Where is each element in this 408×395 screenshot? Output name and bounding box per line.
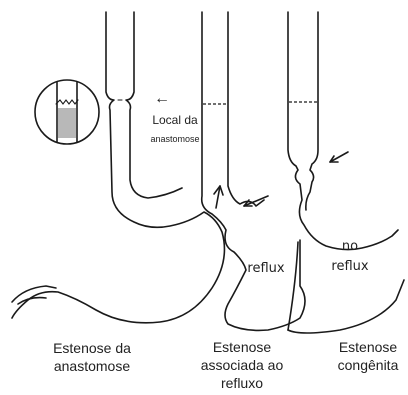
caption-line: associada ao <box>201 357 284 373</box>
caption-line: Estenose <box>339 339 398 355</box>
annotation-line-1: Local da <box>152 113 198 127</box>
caption-reflux: Estenose associada ao refluxo <box>201 339 284 391</box>
caption-line: Estenose da <box>53 340 131 356</box>
no-reflux-label-line-2: reflux <box>331 259 368 274</box>
caption-line: congênita <box>338 357 399 373</box>
annotation-line-2: anastomose <box>150 134 199 144</box>
caption-anastomosis: Estenose da anastomose <box>53 340 131 374</box>
anastomosis-annotation: ← Local da anastomose <box>150 90 199 144</box>
inset-shaded-area <box>58 108 76 138</box>
congenital-stenosis-illustration <box>288 12 404 333</box>
caption-congenital: Estenose congênita <box>338 339 399 373</box>
no-reflux-label-line-1: no <box>342 239 358 254</box>
magnified-inset <box>35 80 99 144</box>
annotation-arrow-icon: ← <box>154 90 170 107</box>
caption-line: anastomose <box>54 358 130 374</box>
caption-line: refluxo <box>221 375 263 391</box>
anastomosis-stenosis-illustration <box>12 12 224 323</box>
reflux-stenosis-illustration <box>202 12 305 330</box>
reflux-label: reflux <box>247 261 284 276</box>
caption-line: Estenose <box>213 339 272 355</box>
